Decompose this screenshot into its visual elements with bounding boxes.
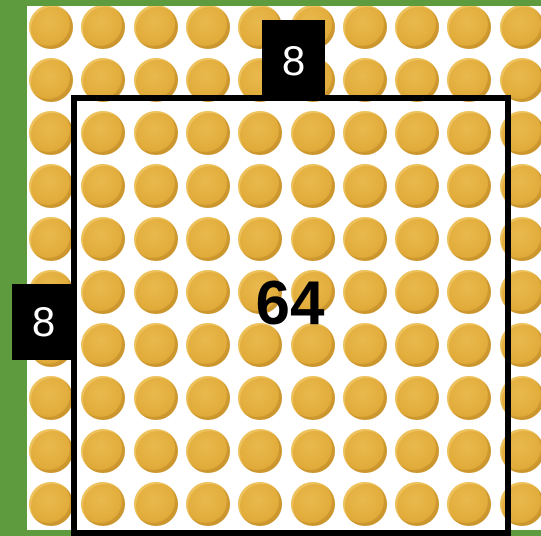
coin-icon xyxy=(29,111,73,155)
columns-label: 8 xyxy=(262,20,325,101)
coin-icon xyxy=(447,6,491,49)
coin-icon xyxy=(500,6,541,49)
coin-icon xyxy=(29,482,73,526)
coin-icon xyxy=(29,164,73,208)
coin-icon xyxy=(134,6,178,49)
product-label: 64 xyxy=(220,268,360,338)
coin-icon xyxy=(29,6,73,49)
coin-icon xyxy=(395,6,439,49)
coin-icon xyxy=(186,6,230,49)
coin-icon xyxy=(29,429,73,473)
coin-icon xyxy=(29,58,73,102)
coin-icon xyxy=(29,376,73,420)
rows-label: 8 xyxy=(12,284,75,360)
coin-icon xyxy=(29,217,73,261)
coin-icon xyxy=(81,6,125,49)
columns-label-text: 8 xyxy=(282,37,305,85)
rows-label-text: 8 xyxy=(32,298,55,346)
coin-icon xyxy=(343,6,387,49)
